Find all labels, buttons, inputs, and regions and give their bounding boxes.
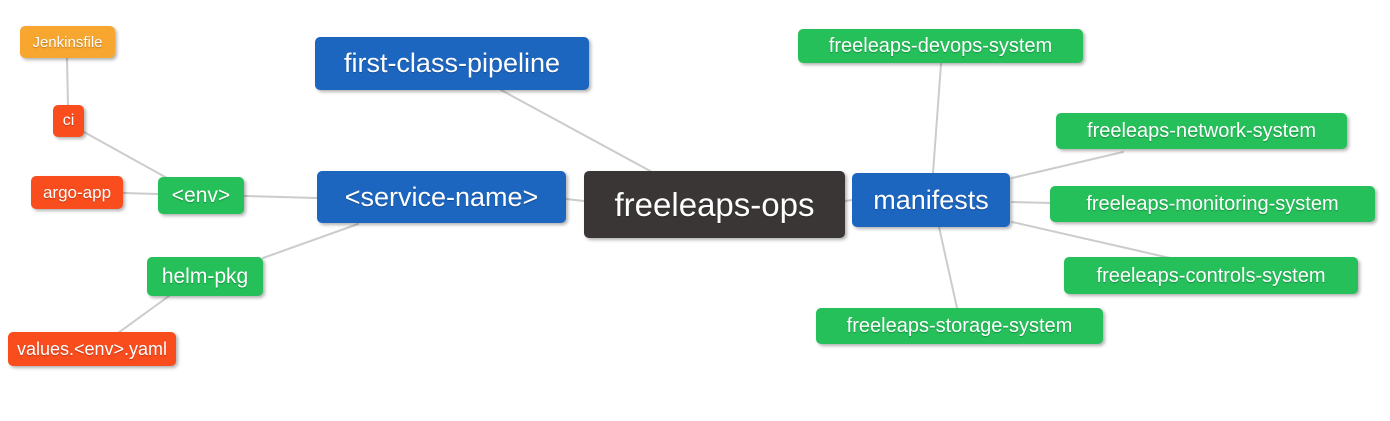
edge-jenkinsfile-ci <box>66 57 69 107</box>
node-jenkinsfile[interactable]: Jenkinsfile <box>20 26 115 58</box>
node-manifests[interactable]: manifests <box>852 173 1010 227</box>
edge-manifests-storage-system <box>938 226 958 309</box>
node-env[interactable]: <env> <box>158 177 244 214</box>
node-ci[interactable]: ci <box>53 105 84 137</box>
edge-group <box>66 57 1171 334</box>
node-freeleaps-controls-system[interactable]: freeleaps-controls-system <box>1064 257 1358 294</box>
node-freeleaps-storage-system[interactable]: freeleaps-storage-system <box>816 308 1103 344</box>
edge-ci-env <box>83 131 168 179</box>
node-helm-pkg[interactable]: helm-pkg <box>147 257 263 296</box>
node-values-env-yaml[interactable]: values.<env>.yaml <box>8 332 176 366</box>
edge-helm-pkg-service-name <box>262 223 359 259</box>
node-freeleaps-monitoring-system[interactable]: freeleaps-monitoring-system <box>1050 186 1375 222</box>
node-service-name[interactable]: <service-name> <box>317 171 566 223</box>
edge-env-service-name <box>243 195 318 199</box>
edge-manifests-devops-system <box>932 63 942 174</box>
edge-first-class-pipeline-ops <box>500 89 653 173</box>
node-freeleaps-network-system[interactable]: freeleaps-network-system <box>1056 113 1347 149</box>
edge-service-name-ops <box>565 198 585 202</box>
edge-values-helm-pkg <box>117 295 170 334</box>
node-first-class-pipeline[interactable]: first-class-pipeline <box>315 37 589 90</box>
edge-manifests-network-system <box>1011 151 1124 179</box>
node-freeleaps-ops[interactable]: freeleaps-ops <box>584 171 845 238</box>
edge-manifests-monitoring-system <box>1011 201 1053 204</box>
edge-manifests-controls-system <box>1011 221 1171 259</box>
node-freeleaps-devops-system[interactable]: freeleaps-devops-system <box>798 29 1083 63</box>
edge-argo-app-env <box>121 192 159 195</box>
edge-ops-manifests <box>844 199 853 202</box>
node-argo-app[interactable]: argo-app <box>31 176 123 209</box>
